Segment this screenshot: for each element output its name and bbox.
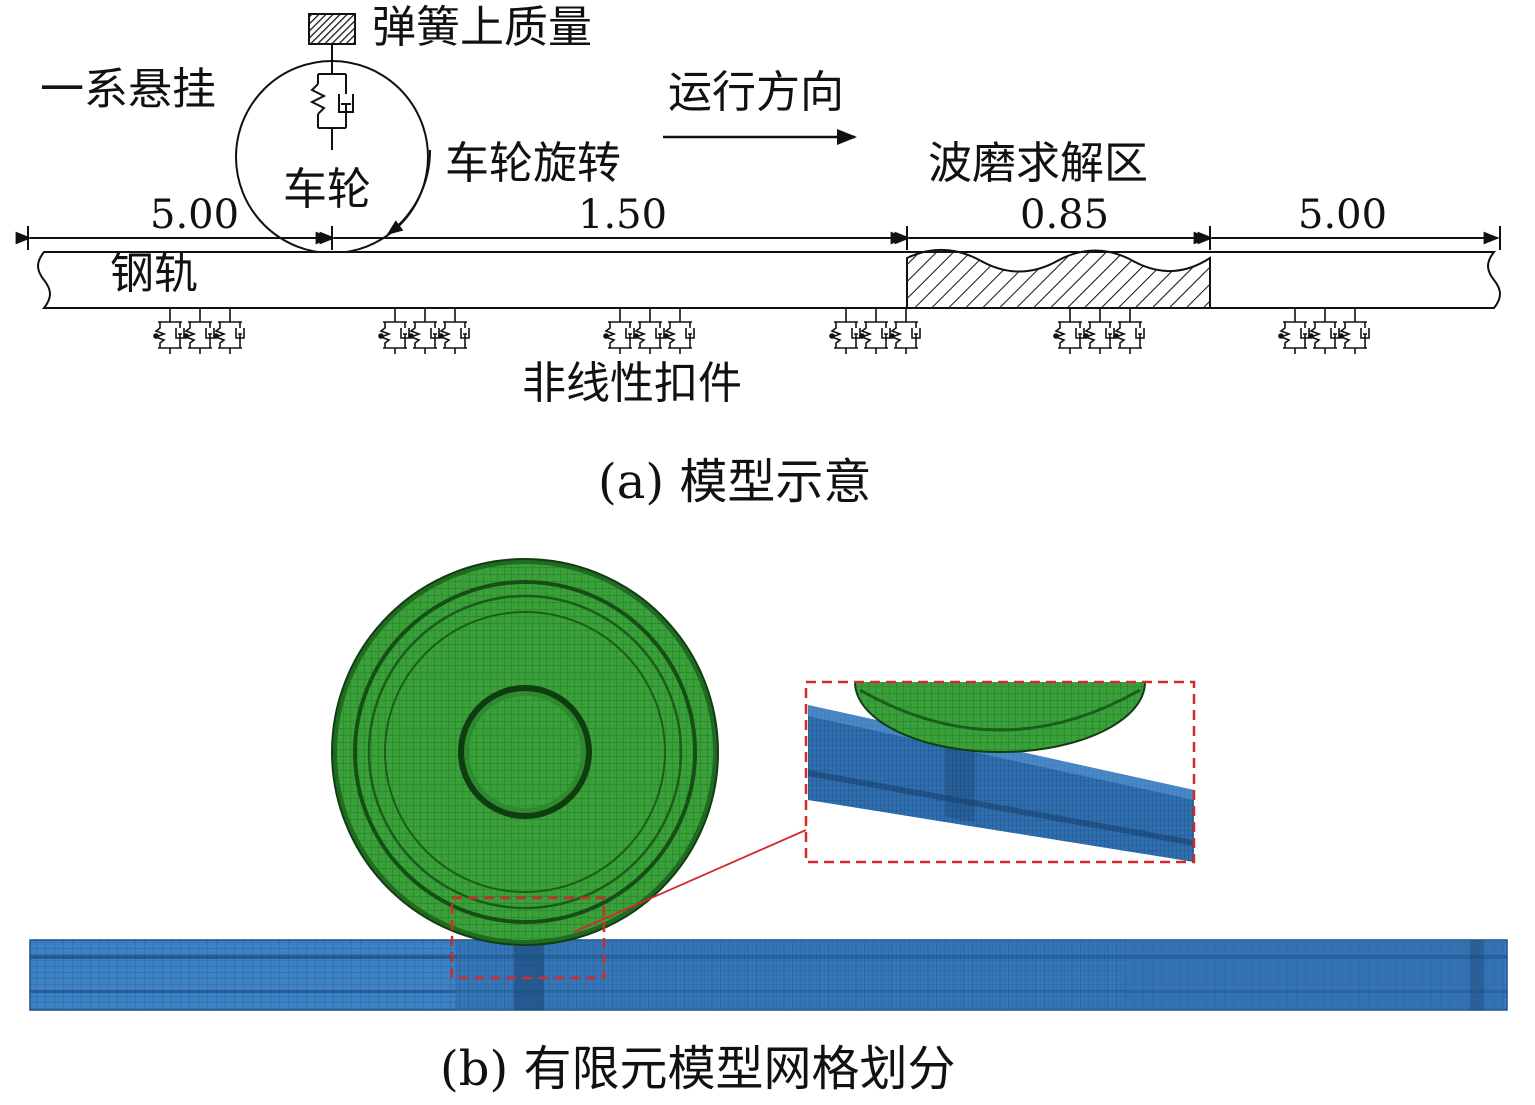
caption-panel-a: (a) 模型示意 [598,454,871,510]
label-corrugation-zone: 波磨求解区 [928,138,1148,189]
sprung-mass-block [308,13,356,45]
caption-panel-b: (b) 有限元模型网格划分 [440,1041,955,1097]
fastener-symbol [829,308,921,354]
label-rail: 钢轨 [110,248,198,299]
fastener-symbol [603,308,695,354]
fastener-symbol [378,308,470,354]
dimension-label-4: 5.00 [1298,192,1387,238]
wheel-rotation-arc [386,149,432,235]
label-wheel: 车轮 [283,164,371,215]
label-nonlinear-fasteners: 非线性扣件 [522,358,742,409]
zoom-inset-frame [804,680,1196,864]
rail-body [37,251,1501,309]
panel-a-schematic: 弹簧上质量 一系悬挂 车轮 车轮旋转 运行方向 波磨求解区 [15,2,1501,510]
nonlinear-fasteners [153,308,1370,354]
corrugation-zone-hatch [906,249,1211,309]
label-primary-suspension: 一系悬挂 [40,64,216,115]
label-wheel-rotation: 车轮旋转 [445,138,621,189]
fastener-symbol [1053,308,1145,354]
fastener-symbol [1278,308,1370,354]
dimension-lines [15,226,1501,250]
zoom-inset [806,682,1194,862]
panel-b-fe-mesh: (b) 有限元模型网格划分 [29,558,1508,1097]
zoom-connector-line [573,829,807,933]
fe-rail-mesh [29,939,1508,1011]
dimension-label-2: 1.50 [578,192,667,238]
label-sprung-mass: 弹簧上质量 [372,2,592,53]
fastener-symbol [153,308,245,354]
dimension-label-1: 5.00 [150,192,239,238]
fe-wheel-mesh [331,558,719,946]
dimension-label-3: 0.85 [1020,192,1109,238]
label-running-direction: 运行方向 [668,67,844,118]
primary-suspension-symbol [309,44,354,150]
zoom-source-box [450,896,606,980]
